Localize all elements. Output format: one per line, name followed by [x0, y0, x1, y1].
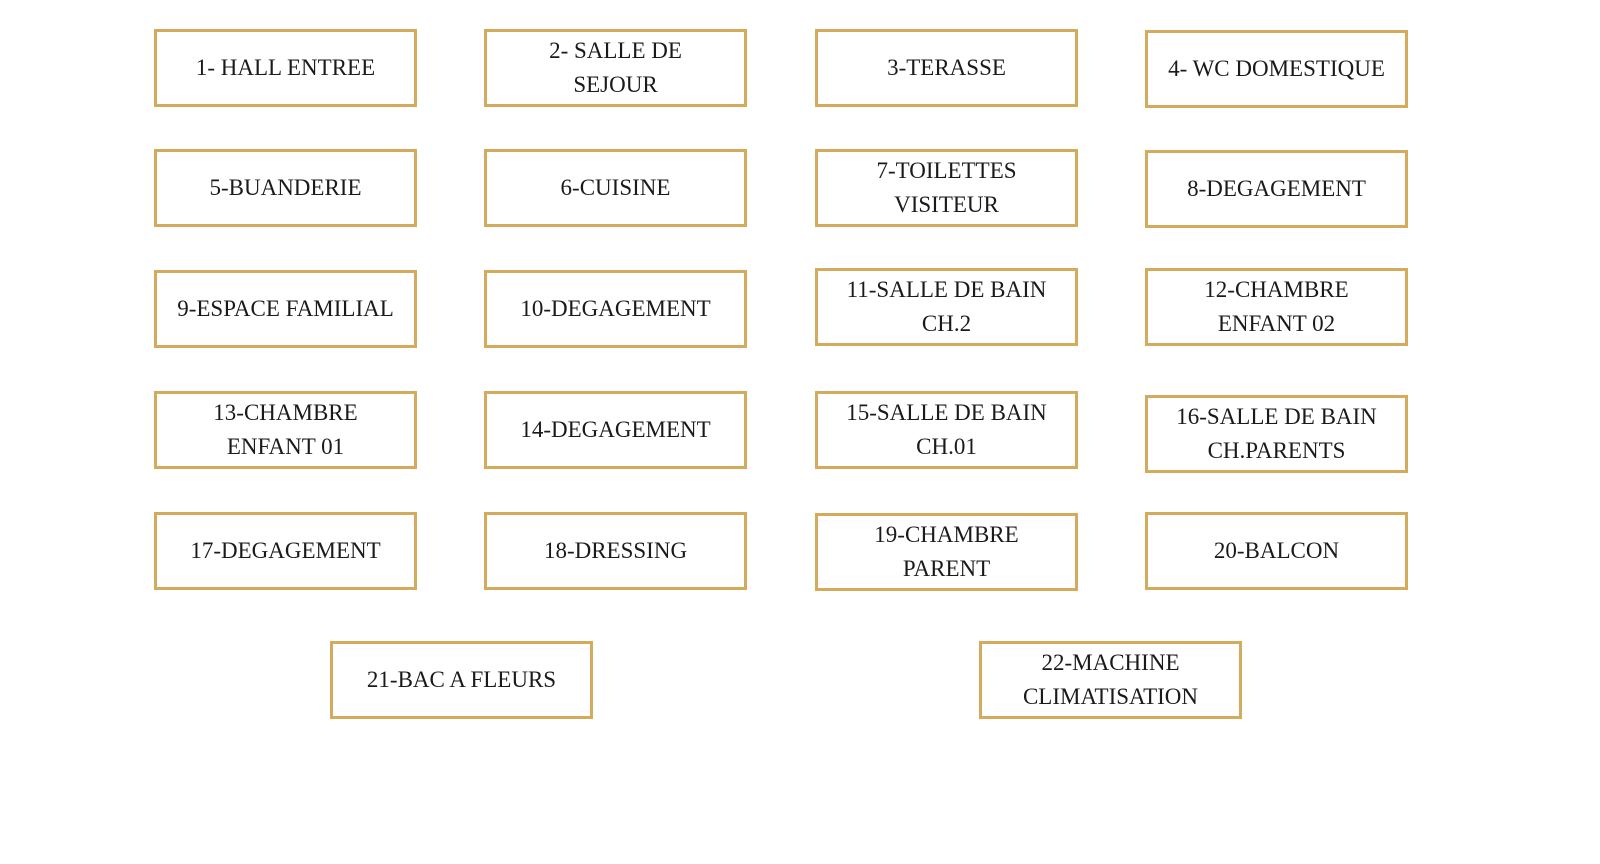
- room-label-box: 3-TERASSE: [815, 29, 1078, 107]
- room-label-box: 13-CHAMBRE ENFANT 01: [154, 391, 417, 469]
- room-label-box: 18-DRESSING: [484, 512, 747, 590]
- room-label-box: 16-SALLE DE BAIN CH.PARENTS: [1145, 395, 1408, 473]
- room-label-box: 6-CUISINE: [484, 149, 747, 227]
- room-label-box: 1- HALL ENTREE: [154, 29, 417, 107]
- room-label-box: 10-DEGAGEMENT: [484, 270, 747, 348]
- room-label-box: 22-MACHINE CLIMATISATION: [979, 641, 1242, 719]
- room-label-box: 17-DEGAGEMENT: [154, 512, 417, 590]
- room-label-box: 4- WC DOMESTIQUE: [1145, 30, 1408, 108]
- room-label-box: 20-BALCON: [1145, 512, 1408, 590]
- room-label-box: 21-BAC A FLEURS: [330, 641, 593, 719]
- room-label-box: 9-ESPACE FAMILIAL: [154, 270, 417, 348]
- room-label-box: 15-SALLE DE BAIN CH.01: [815, 391, 1078, 469]
- room-label-box: 19-CHAMBRE PARENT: [815, 513, 1078, 591]
- room-label-box: 5-BUANDERIE: [154, 149, 417, 227]
- room-label-box: 2- SALLE DE SEJOUR: [484, 29, 747, 107]
- room-label-box: 8-DEGAGEMENT: [1145, 150, 1408, 228]
- room-label-box: 7-TOILETTES VISITEUR: [815, 149, 1078, 227]
- room-label-box: 14-DEGAGEMENT: [484, 391, 747, 469]
- room-label-box: 11-SALLE DE BAIN CH.2: [815, 268, 1078, 346]
- room-label-box: 12-CHAMBRE ENFANT 02: [1145, 268, 1408, 346]
